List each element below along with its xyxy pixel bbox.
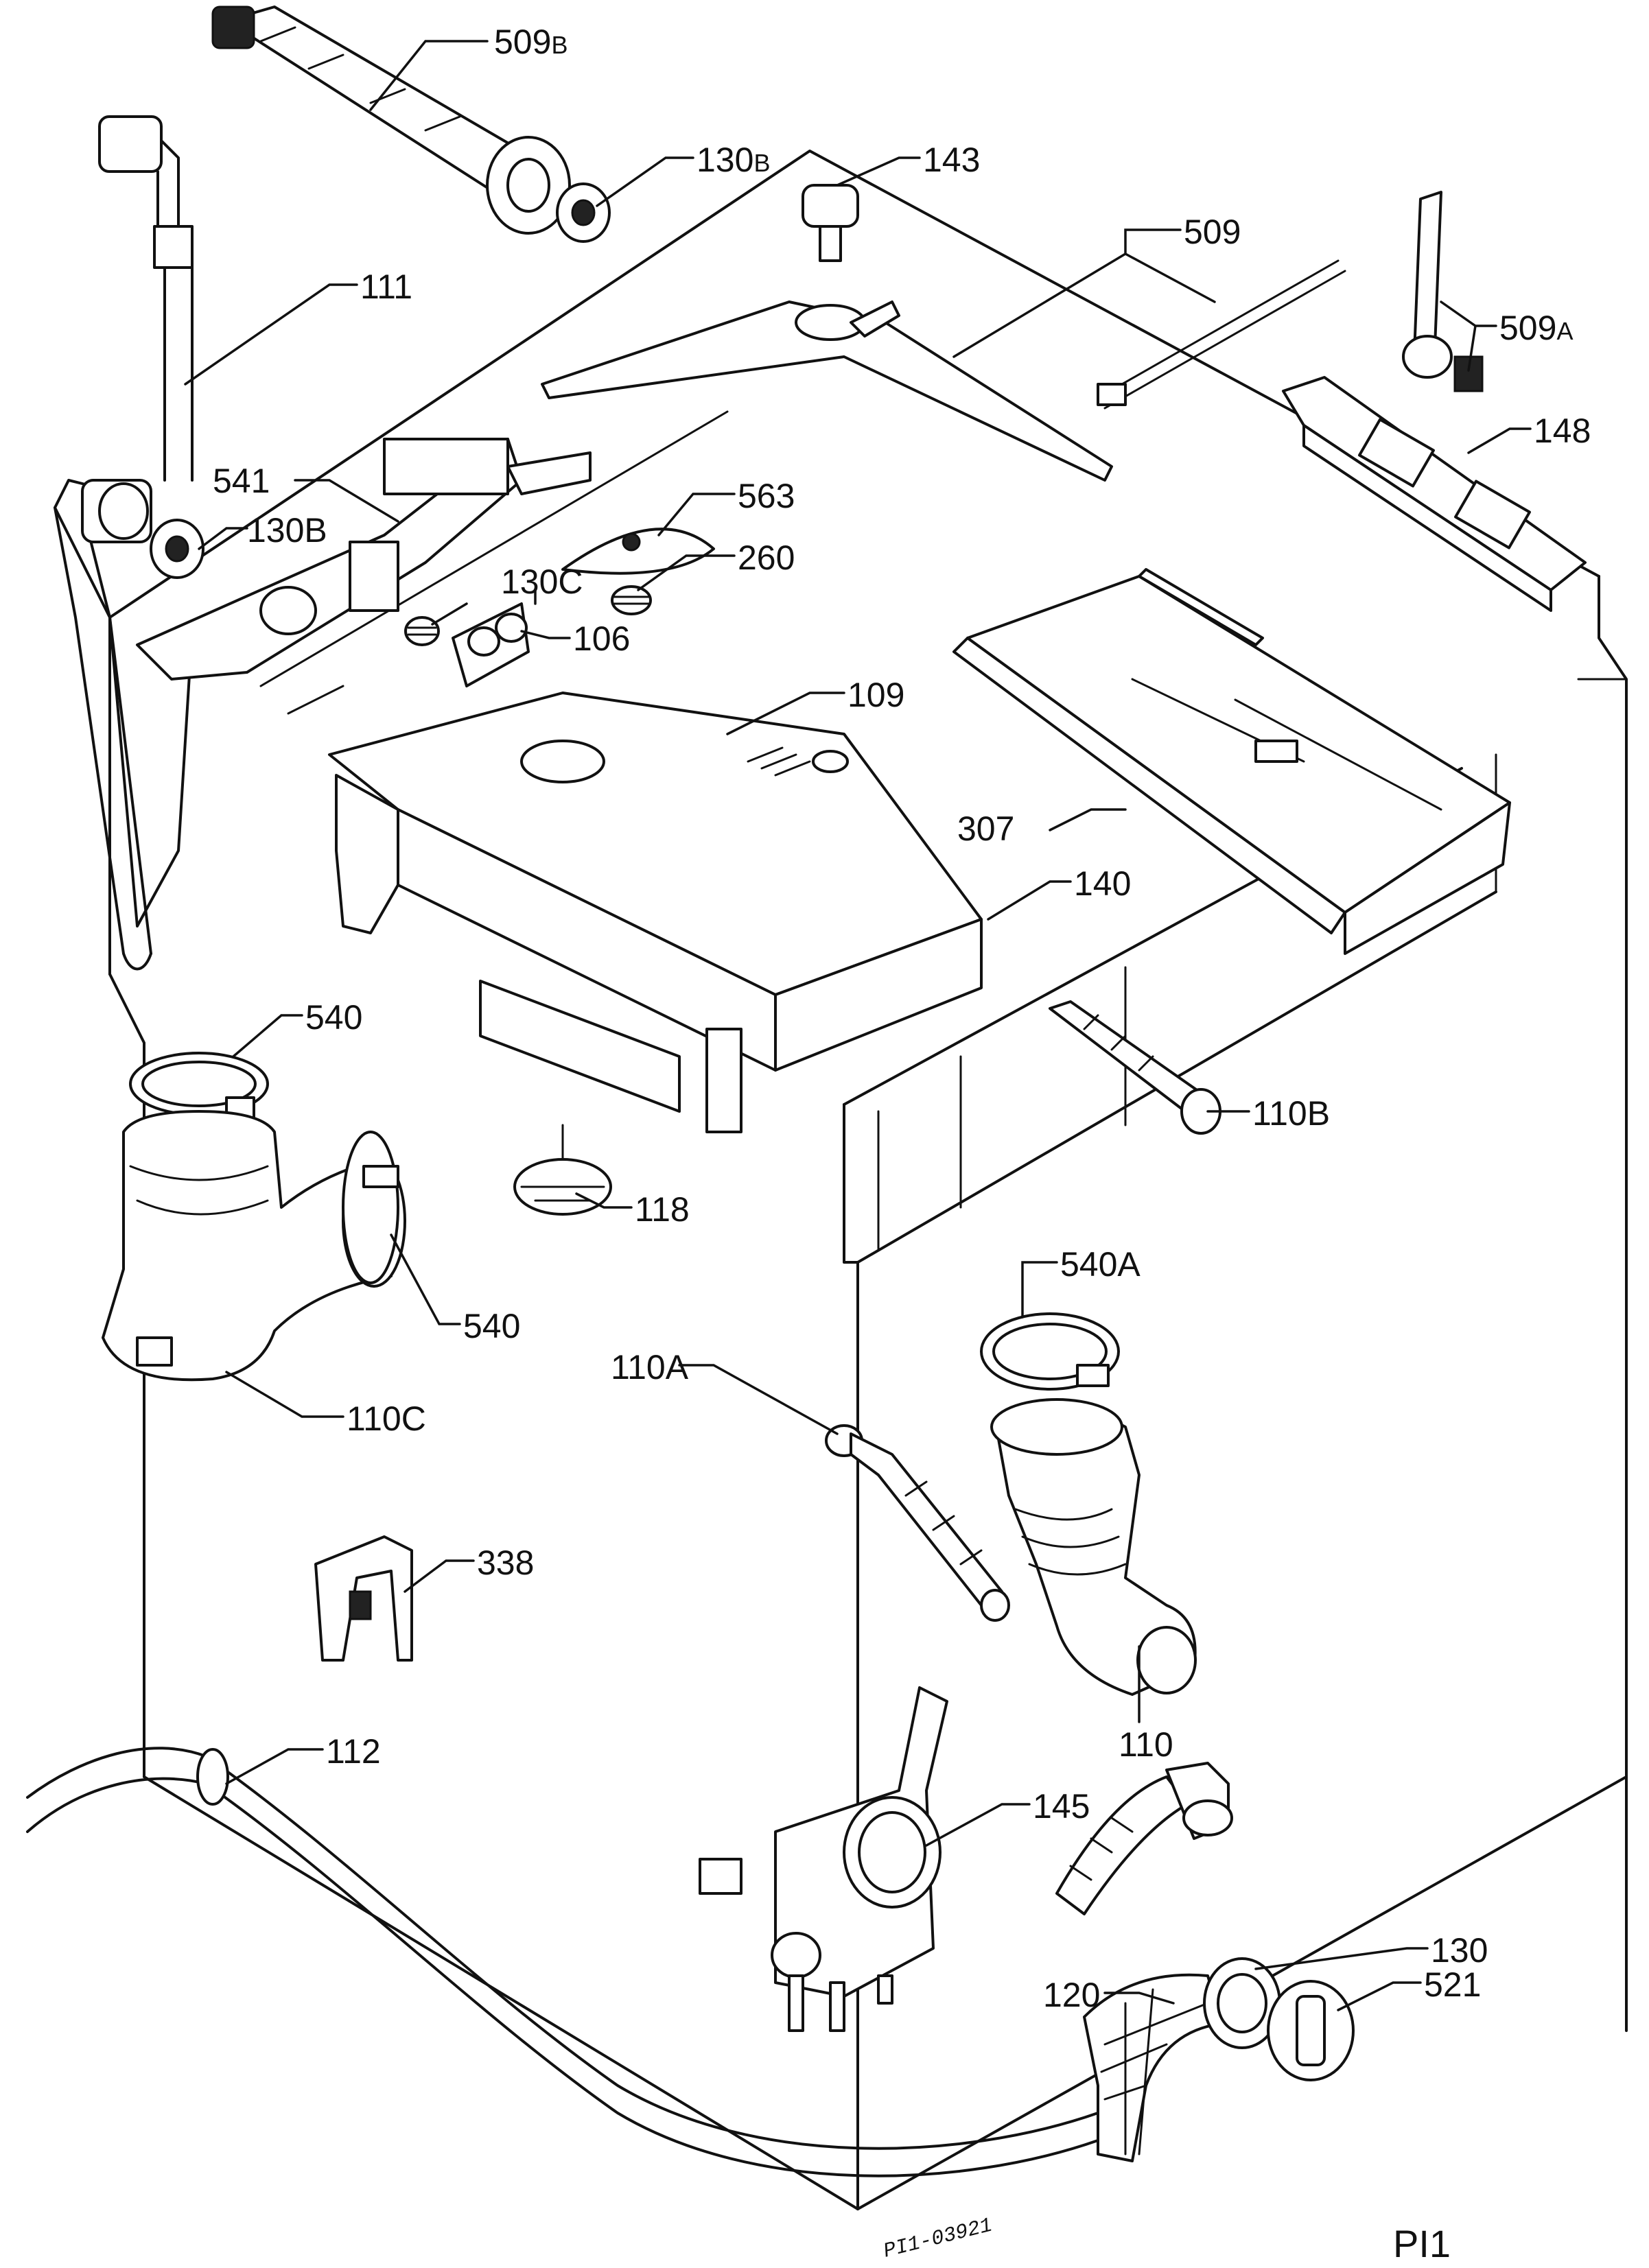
part-145-pump [699, 1686, 948, 2032]
leader-lines [184, 40, 1532, 2011]
plate-id: PI1 [1393, 2222, 1451, 2265]
label-260: 260 [738, 539, 795, 577]
part-106-valve [452, 602, 530, 687]
part-563-cover [561, 528, 715, 575]
part-143-knob [802, 184, 859, 262]
drawing-code: PI1-03921 [881, 2214, 994, 2264]
part-307-dispenser-drawer [952, 568, 1511, 955]
part-509a-lever [1402, 191, 1484, 392]
part-110b-hose [1049, 1000, 1221, 1135]
label-509: 509 [1184, 213, 1241, 251]
label-145: 145 [1033, 1787, 1090, 1826]
part-540-mid-clamp [342, 1131, 399, 1284]
part-148-panel [1282, 376, 1587, 612]
label-110: 110 [1119, 1725, 1173, 1764]
label-130: 130 [1431, 1931, 1488, 1970]
label-110a: 110A [611, 1348, 689, 1386]
label-109: 109 [847, 676, 904, 714]
part-338-clip [314, 1535, 413, 1662]
label-112: 112 [326, 1732, 381, 1771]
part-541-bracket [136, 438, 592, 681]
label-143: 143 [923, 141, 980, 179]
label-120: 120 [1043, 1976, 1100, 2014]
label-521: 521 [1424, 1965, 1481, 2004]
label-130b-mid: 130B [247, 511, 327, 550]
part-112-drain-hose [26, 1747, 1233, 2177]
label-540a: 540A [1060, 1245, 1141, 1284]
label-148: 148 [1534, 412, 1591, 450]
part-120-filter-basket [1083, 1973, 1223, 2162]
part-118-filter [513, 1124, 612, 1216]
label-563: 563 [738, 477, 795, 515]
part-labels: 509B 130B 143 509 509A 111 541 130B 563 … [213, 23, 1591, 2265]
label-130c: 130C [501, 563, 583, 601]
part-130-seal [1203, 1957, 1281, 2049]
label-106: 106 [573, 619, 630, 658]
label-110c: 110C [347, 1399, 426, 1438]
label-140: 140 [1074, 864, 1131, 903]
part-130b-top-washer [556, 182, 611, 243]
part-110-drain-hose [990, 1398, 1197, 1696]
part-540a-clamp [980, 1312, 1120, 1391]
label-541: 541 [213, 462, 270, 500]
part-509-spray-arm [541, 259, 1346, 482]
label-540-mid: 540 [463, 1307, 520, 1345]
part-140-dispenser-housing [335, 774, 983, 1133]
label-509b: 509B [494, 23, 568, 61]
label-110b: 110B [1252, 1094, 1330, 1133]
label-111: 111 [360, 268, 412, 306]
part-130c-spring [404, 616, 440, 646]
label-540-top: 540 [305, 998, 362, 1037]
part-110a-hose [825, 1424, 1010, 1622]
part-260-spring [611, 585, 652, 615]
part-130b-mid-washer [150, 519, 204, 579]
part-540-top-clamp [129, 1052, 269, 1120]
label-338: 338 [477, 1544, 534, 1582]
label-118: 118 [635, 1190, 690, 1229]
part-509b-inlet-tube [211, 5, 571, 235]
part-111-inlet-hose [54, 115, 194, 971]
label-307: 307 [957, 810, 1014, 848]
label-509a: 509A [1499, 309, 1573, 347]
label-130b-top: 130B [697, 141, 770, 179]
part-521-cap [1267, 1980, 1355, 2081]
